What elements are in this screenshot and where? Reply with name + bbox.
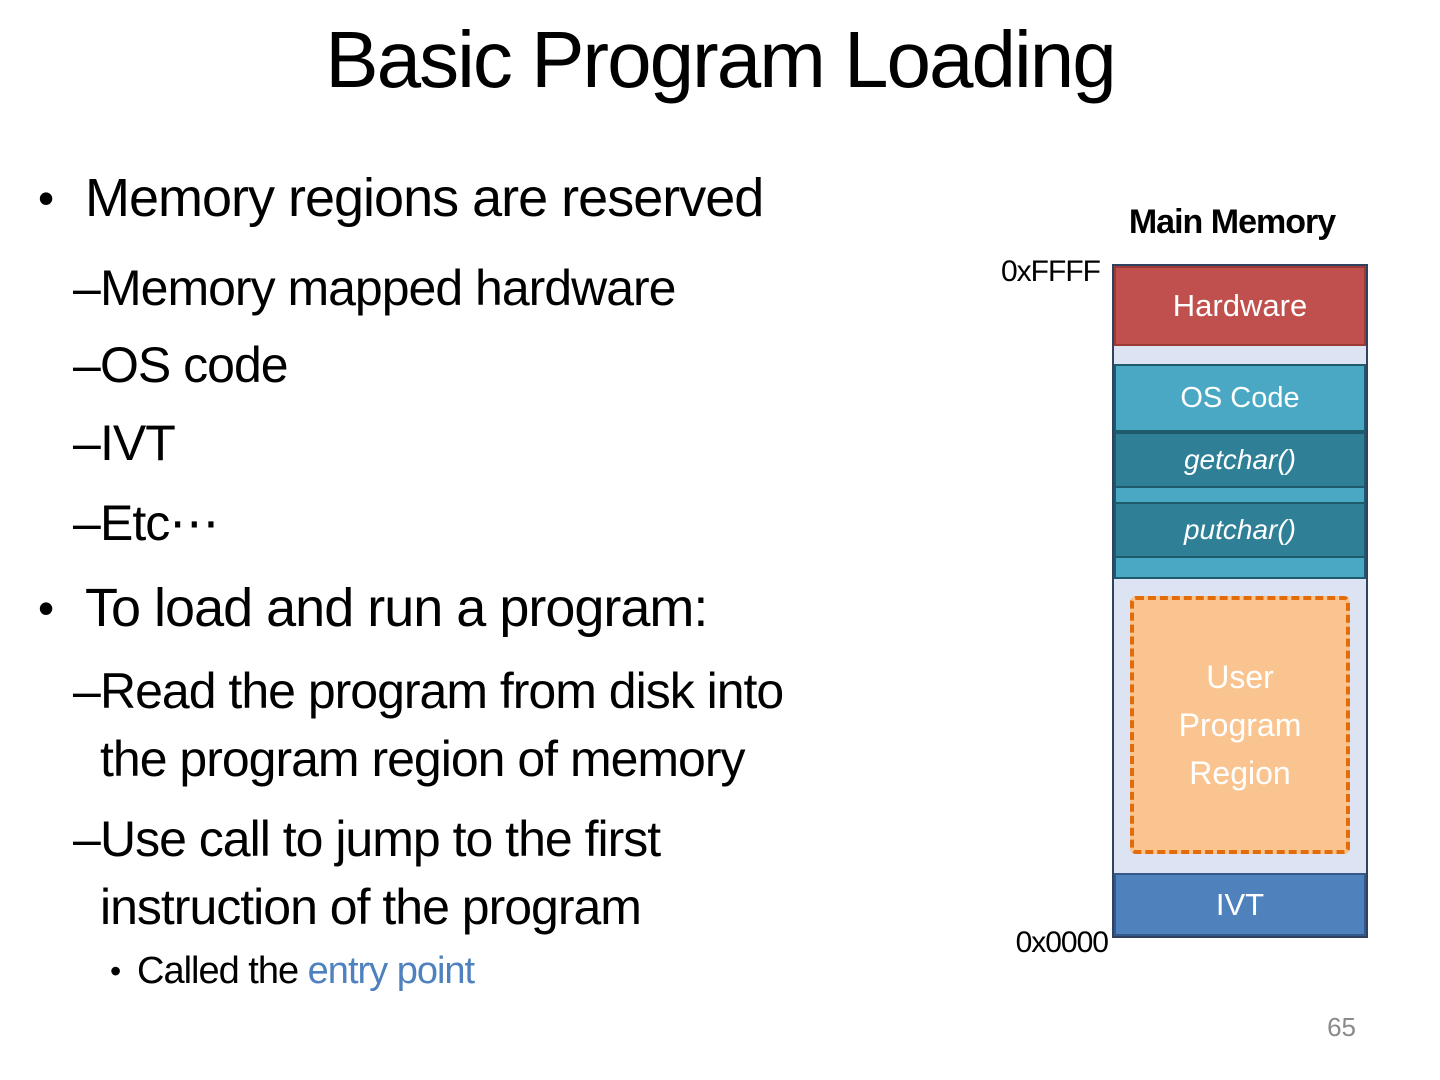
subbullet-text: Use call to jump to the first instructio…: [100, 811, 661, 935]
diagram-title: Main Memory: [1128, 203, 1336, 241]
subbullet-os-code: –OS code: [73, 331, 289, 399]
memory-column: Hardware OS Code getchar() putchar() Use…: [1112, 264, 1368, 938]
bullet-icon: •: [110, 953, 121, 989]
subbullet-text: IVT: [100, 415, 176, 471]
subbullet-text: Etc⋯: [100, 495, 219, 551]
region-os: OS Code getchar() putchar(): [1114, 364, 1366, 579]
bullet-text: To load and run a program:: [85, 578, 708, 638]
subbullet-text: Read the program from disk into the prog…: [100, 663, 784, 787]
bullet-icon: •: [38, 582, 54, 634]
dash-icon: –: [73, 495, 101, 551]
dash-icon: –: [73, 337, 101, 393]
region-gap: [1114, 346, 1366, 364]
subbullet-text: Called the entry point: [137, 948, 475, 994]
dash-icon: –: [73, 663, 101, 719]
region-ivt: IVT: [1114, 873, 1366, 936]
subbullet-read-program: –Read the program from disk into the pro…: [73, 657, 784, 793]
page-title: Basic Program Loading: [325, 15, 1117, 104]
subbullet-ivt: –IVT: [73, 409, 176, 477]
region-putchar: putchar(): [1116, 502, 1364, 558]
bullet-icon: •: [38, 172, 54, 224]
region-hardware: Hardware: [1114, 266, 1366, 346]
entry-point-highlight: entry point: [307, 950, 475, 992]
subbullet-text: Memory mapped hardware: [100, 260, 676, 316]
dash-icon: –: [73, 415, 101, 471]
subbullet-use-call: –Use call to jump to the first instructi…: [73, 805, 661, 941]
bullet-memory-regions: • Memory regions are reserved: [38, 166, 764, 230]
page-number: 65: [1327, 1012, 1356, 1042]
region-user-program: User Program Region: [1130, 596, 1350, 854]
bullet-text: Memory regions are reserved: [85, 168, 764, 228]
address-bottom-label: 0x0000: [1015, 926, 1109, 959]
entry-point-prefix: Called the: [137, 950, 308, 992]
bullet-load-and-run: • To load and run a program:: [38, 576, 708, 640]
region-user-program-container: User Program Region: [1114, 579, 1366, 873]
dash-icon: –: [73, 811, 101, 867]
region-getchar: getchar(): [1116, 432, 1364, 488]
dash-icon: –: [73, 260, 101, 316]
region-os-label: OS Code: [1116, 366, 1364, 432]
subbullet-etc: –Etc⋯: [73, 489, 219, 557]
subbullet-memory-mapped-hardware: –Memory mapped hardware: [73, 254, 676, 322]
memory-diagram: Main Memory 0xFFFF 0x0000 Hardware OS Co…: [975, 203, 1370, 973]
subbullet-entry-point: • Called the entry point: [110, 948, 475, 994]
address-top-label: 0xFFFF: [1001, 255, 1101, 288]
subbullet-text: OS code: [100, 337, 289, 393]
